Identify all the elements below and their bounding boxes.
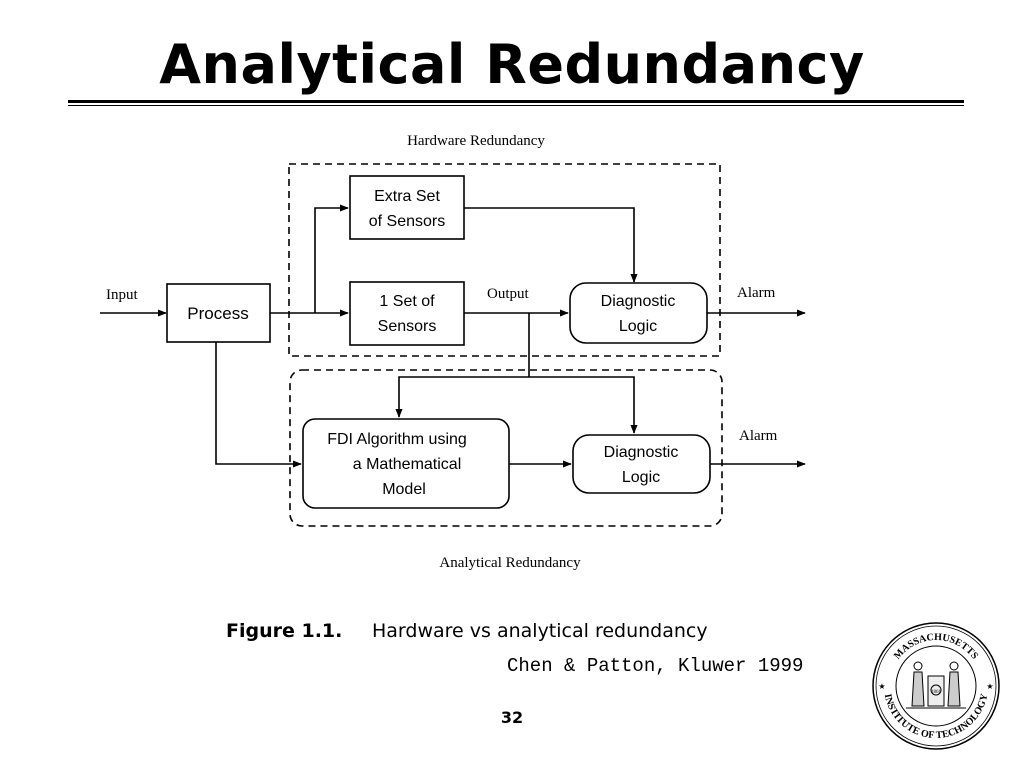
alarm-bottom-label: Alarm [739,428,778,444]
extra-sensors-line1: Extra Set [374,188,440,205]
diag-bottom-line2: Logic [622,469,660,486]
figure-number: Figure 1.1. [226,620,343,642]
alarm-top-label: Alarm [737,285,776,301]
analytical-redundancy-group [289,369,723,527]
output-to-fdi [395,376,529,418]
extra-sensors-box [349,175,465,240]
analytical-redundancy-label: Analytical Redundancy [439,555,581,571]
hardware-redundancy-label: Hardware Redundancy [407,133,545,149]
process-box [166,283,271,343]
slide-title: Analytical Redundancy [159,33,865,96]
fdi-line3: Model [382,481,426,498]
svg-text:★: ★ [878,682,885,691]
redundancy-diagram: Hardware Redundancy Analytical Redundanc… [100,133,806,571]
svg-text:★: ★ [986,682,993,691]
title-rule-thin [68,105,964,106]
process-label: Process [187,304,248,323]
citation: Chen & Patton, Kluwer 1999 [507,655,804,677]
diag-top-line1: Diagnostic [601,293,676,310]
diag-top-line2: Logic [619,318,657,335]
figure-caption: Hardware vs analytical redundancy [372,620,708,642]
extra-sensors-to-diag [464,207,638,283]
sensors-box [349,281,465,346]
svg-text:1861: 1861 [931,690,942,695]
sensors-line1: 1 Set of [379,293,435,310]
output-label: Output [487,286,530,302]
sensors-line2: Sensors [378,318,437,335]
page-number: 32 [500,708,524,727]
title-rule-thick [68,100,964,103]
process-to-fdi [215,342,302,468]
output-to-diag-bottom [529,376,638,434]
input-label: Input [106,287,138,303]
mit-seal-logo: MASSACHUSETTS INSTITUTE OF TECHNOLOGY 18… [872,622,1000,750]
fdi-line2: a Mathematical [353,456,462,473]
branch-to-extra-sensors [314,204,349,313]
diag-bottom-line1: Diagnostic [604,444,679,461]
fdi-line1: FDI Algorithm using [327,431,467,448]
extra-sensors-line2: of Sensors [369,213,445,230]
